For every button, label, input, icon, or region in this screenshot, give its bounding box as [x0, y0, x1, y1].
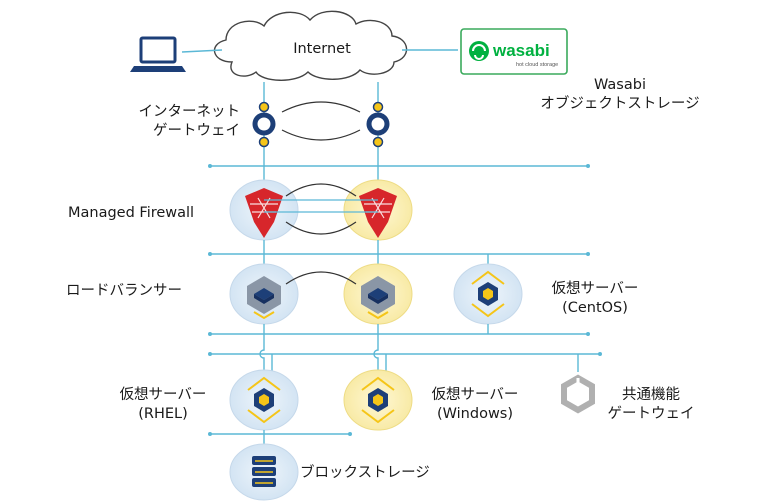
virtual-server-windows-node [343, 369, 413, 431]
block-storage-node [229, 443, 299, 501]
common-gateway-icon [561, 374, 595, 414]
internet-gateway-label-line1: インターネット [138, 104, 241, 120]
laptop-icon [130, 36, 186, 72]
internet-label: Internet [293, 41, 351, 57]
block-storage-label: ブロックストレージ [300, 465, 430, 481]
virtual-server-windows-label-line1: 仮想サーバー [431, 387, 519, 403]
firewall-label: Managed Firewall [68, 205, 195, 221]
virtual-server-rhel-node [229, 369, 299, 431]
firewall-node-active [229, 179, 299, 241]
internet-cloud [214, 10, 408, 81]
wasabi-logo-tagline: hot cloud storage [516, 62, 558, 68]
virtual-server-centos-label: 仮想サーバー (CentOS) [540, 280, 650, 318]
common-gateway-label-line2: ゲートウェイ [607, 406, 695, 422]
virtual-server-centos-node [453, 263, 523, 325]
wasabi-logo-text: wasabi [492, 41, 550, 60]
wasabi-label-line1: Wasabi [594, 77, 646, 93]
load-balancer-node-standby [343, 263, 413, 325]
common-gateway-label: 共通機能 ゲートウェイ [596, 386, 706, 424]
virtual-server-windows-label-line2: (Windows) [436, 406, 514, 422]
virtual-server-windows-label: 仮想サーバー (Windows) [420, 386, 530, 424]
virtual-server-centos-label-line2: (CentOS) [562, 300, 628, 316]
common-gateway-label-line1: 共通機能 [622, 387, 680, 403]
virtual-server-rhel-label-line2: (RHEL) [138, 406, 188, 422]
wasabi-logo: wasabi hot cloud storage [460, 28, 568, 75]
internet-gateway-icon [252, 101, 276, 148]
wasabi-label-line2: オブジェクトストレージ [540, 96, 700, 112]
internet-gateway-label: インターネット ゲートウェイ [90, 103, 241, 141]
virtual-server-centos-label-line1: 仮想サーバー [551, 281, 639, 297]
firewall-node-standby [343, 179, 413, 241]
wasabi-label: Wasabi オブジェクトストレージ [520, 76, 720, 114]
load-balancer-label: ロードバランサー [66, 283, 182, 299]
internet-gateway-icon [366, 101, 390, 148]
load-balancer-node-active [229, 263, 299, 325]
virtual-server-rhel-label: 仮想サーバー (RHEL) [108, 386, 218, 424]
virtual-server-rhel-label-line1: 仮想サーバー [119, 387, 207, 403]
internet-gateway-label-line2: ゲートウェイ [153, 123, 240, 139]
